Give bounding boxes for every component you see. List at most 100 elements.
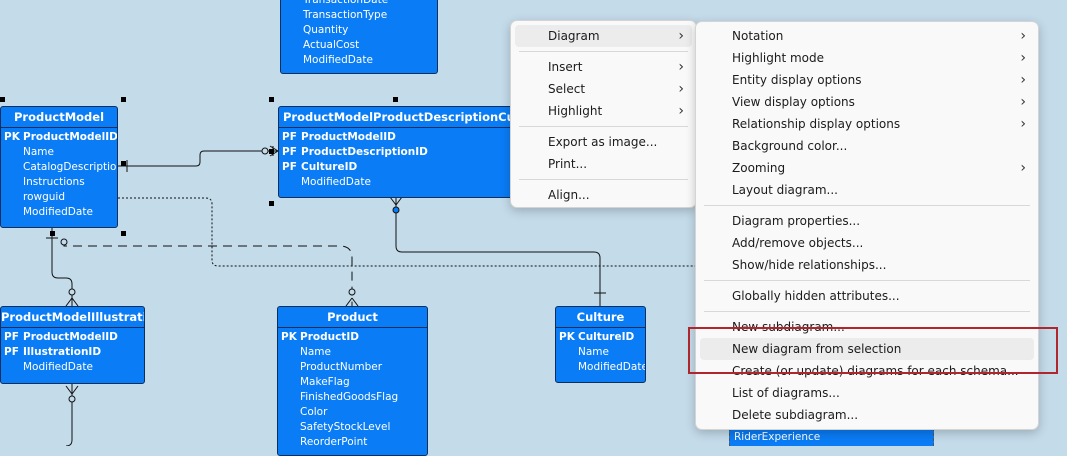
attribute-row[interactable]: ReorderPoint [278, 435, 427, 450]
attribute-name: ProductID [300, 331, 359, 343]
chevron-right-icon: › [1020, 94, 1026, 110]
relationship-productmodel-offscreen[interactable] [118, 197, 700, 267]
submenu-item-zooming[interactable]: Zooming› [700, 157, 1034, 179]
menu-separator [519, 126, 688, 127]
relationship-productmodel-pmi[interactable] [46, 227, 79, 307]
menu-separator [519, 179, 688, 180]
entity-productmodelillustration[interactable]: ProductModelIllustration PFProductModelI… [0, 306, 145, 384]
attribute-row[interactable]: rowguid [1, 190, 117, 205]
selection-handle[interactable] [50, 231, 55, 236]
menu-item-label: New subdiagram... [732, 320, 845, 334]
chevron-right-icon: › [678, 103, 684, 119]
attribute-row[interactable]: ModifiedDate [1, 360, 144, 375]
menu-item-insert[interactable]: Insert› [515, 56, 692, 78]
attribute-row[interactable]: Name [1, 145, 117, 160]
submenu-item-relationship-display-options[interactable]: Relationship display options› [700, 113, 1034, 135]
submenu-item-notation[interactable]: Notation› [700, 25, 1034, 47]
submenu-item-add-remove-objects[interactable]: Add/remove objects... [700, 232, 1034, 254]
attribute-row[interactable]: Name [278, 345, 427, 360]
attribute-row[interactable]: TransactionType [281, 8, 437, 23]
attribute-row[interactable]: ActualCost [281, 38, 437, 53]
attribute-row[interactable]: ModifiedDate [279, 175, 512, 190]
selection-handle[interactable] [121, 97, 126, 102]
submenu-item-background-color[interactable]: Background color... [700, 135, 1034, 157]
attribute-row[interactable]: Quantity [281, 23, 437, 38]
attribute-key [1, 190, 23, 205]
attribute-key [556, 360, 578, 375]
menu-item-align[interactable]: Align... [515, 184, 692, 206]
menu-item-highlight[interactable]: Highlight› [515, 100, 692, 122]
relationship-pmi-below[interactable] [65, 384, 79, 446]
menu-item-export-as-image[interactable]: Export as image... [515, 131, 692, 153]
submenu-item-globally-hidden-attributes[interactable]: Globally hidden attributes... [700, 285, 1034, 307]
menu-item-label: Align... [548, 188, 590, 202]
selection-handle[interactable] [121, 161, 126, 166]
menu-item-diagram[interactable]: Diagram› [515, 25, 692, 47]
attribute-row[interactable]: MakeFlag [278, 375, 427, 390]
attribute-row[interactable]: TransactionDate [281, 0, 437, 8]
menu-item-print[interactable]: Print... [515, 153, 692, 175]
attribute-row[interactable]: ProductNumber [278, 360, 427, 375]
entity-productmodelproductdescriptionculture[interactable]: ProductModelProductDescriptionCulture PF… [278, 106, 513, 198]
attribute-key [278, 375, 300, 390]
attribute-key: PF [4, 346, 19, 358]
menu-item-label: Relationship display options [732, 117, 901, 131]
attribute-row[interactable]: SafetyStockLevel [278, 420, 427, 435]
menu-item-label: Select [548, 82, 586, 96]
attribute-row[interactable]: ModifiedDate [556, 360, 645, 375]
selection-handle[interactable] [269, 201, 274, 206]
menu-item-label: Notation [732, 29, 784, 43]
submenu-item-new-subdiagram[interactable]: New subdiagram... [700, 316, 1034, 338]
attribute-row[interactable]: Instructions [1, 175, 117, 190]
attribute-row[interactable]: Name [556, 345, 645, 360]
submenu-item-list-of-diagrams[interactable]: List of diagrams... [700, 382, 1034, 404]
menu-item-label: Show/hide relationships... [732, 258, 887, 272]
relationship-pmpdc-culture[interactable] [389, 196, 606, 306]
submenu-item-diagram-properties[interactable]: Diagram properties... [700, 210, 1034, 232]
selection-handle[interactable] [121, 231, 126, 236]
submenu-item-create-or-update-diagrams-for-each-schema[interactable]: Create (or update) diagrams for each sch… [700, 360, 1034, 382]
relationship-productmodel-pmpdc[interactable] [118, 145, 279, 172]
chevron-right-icon: › [1020, 50, 1026, 66]
attribute-row[interactable]: ModifiedDate [281, 53, 437, 68]
entity-title: ProductModelIllustration [1, 307, 144, 328]
attribute-row[interactable]: CatalogDescription [1, 160, 117, 175]
relationship-productmodel-product[interactable] [60, 238, 359, 307]
menu-item-select[interactable]: Select› [515, 78, 692, 100]
submenu-item-entity-display-options[interactable]: Entity display options› [700, 69, 1034, 91]
entity-rider-experience-row[interactable]: RiderExperience [729, 428, 934, 446]
selection-handle[interactable] [393, 97, 398, 102]
attribute-row[interactable]: ModifiedDate [1, 205, 117, 220]
selection-handle[interactable] [0, 97, 5, 102]
submenu-item-new-diagram-from-selection[interactable]: New diagram from selection [700, 338, 1034, 360]
submenu-item-view-display-options[interactable]: View display options› [700, 91, 1034, 113]
entity-title: ProductModel [1, 107, 117, 128]
menu-item-label: Background color... [732, 139, 848, 153]
attribute-name: TransactionDate [303, 0, 389, 6]
submenu-item-layout-diagram[interactable]: Layout diagram... [700, 179, 1034, 201]
attribute-row[interactable]: Color [278, 405, 427, 420]
diagram-canvas[interactable] [0, 0, 1067, 446]
attribute-name: ModifiedDate [23, 206, 93, 218]
selection-handle[interactable] [269, 149, 274, 154]
selection-handle[interactable] [269, 97, 274, 102]
submenu-item-show-hide-relationships[interactable]: Show/hide relationships... [700, 254, 1034, 276]
submenu-item-highlight-mode[interactable]: Highlight mode› [700, 47, 1034, 69]
submenu-item-delete-subdiagram[interactable]: Delete subdiagram... [700, 404, 1034, 426]
attribute-row[interactable]: FinishedGoodsFlag [278, 390, 427, 405]
attribute-name: CatalogDescription [23, 161, 118, 173]
